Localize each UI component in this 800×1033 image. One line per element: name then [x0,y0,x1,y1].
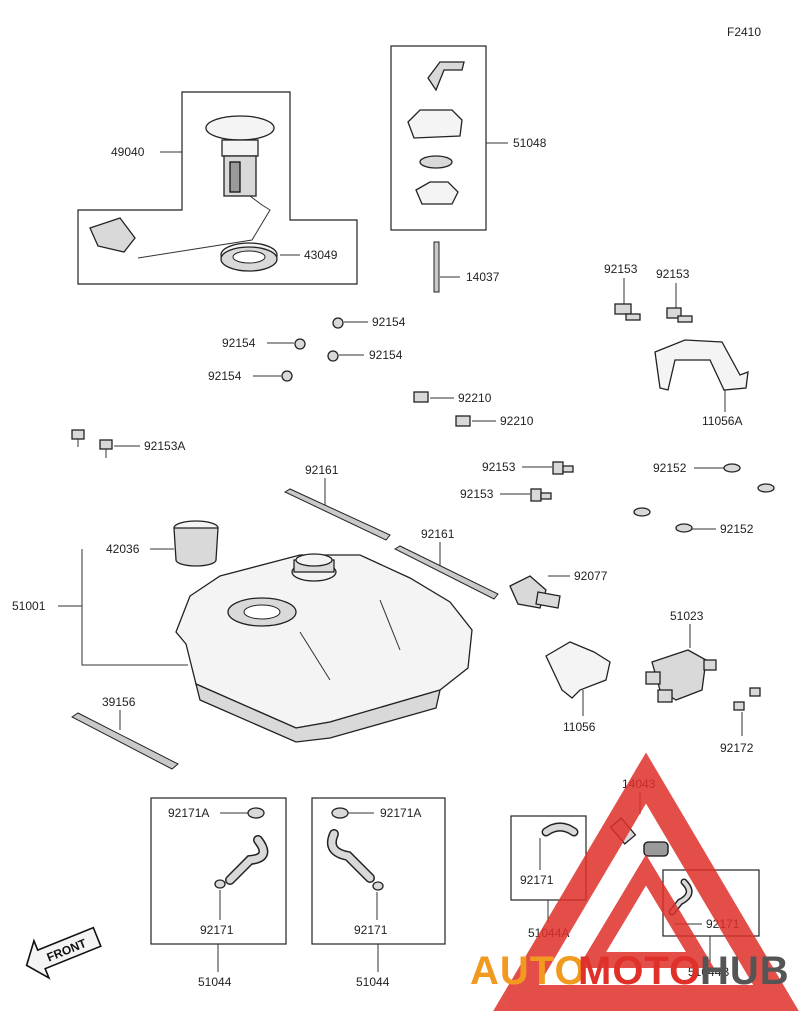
rubber-strip-icon[interactable] [71,712,179,770]
valve-51023-group: 51023 92172 [645,609,761,755]
clamp-icon[interactable] [247,807,265,819]
label-51023[interactable]: 51023 [670,609,704,623]
gasket-ring-icon[interactable] [220,242,278,272]
bolt-icon[interactable] [666,307,693,323]
label-43049[interactable]: 43049 [304,248,338,262]
bracket-11056-group: 11056 [545,641,611,734]
label-51044-b[interactable]: 51044 [356,975,390,989]
label-92153-d[interactable]: 92153 [460,487,494,501]
label-92171-b[interactable]: 92171 [354,923,388,937]
clip-icon[interactable] [281,370,293,382]
bolt-icon[interactable] [675,523,693,533]
hose-51044-right-group: 92171A 92171 51044 [311,797,446,989]
label-51044B[interactable]: 51044B [688,965,729,979]
label-92152-b[interactable]: 92152 [720,522,754,536]
clamp-icon[interactable] [372,881,384,891]
label-92161-b[interactable]: 92161 [421,527,455,541]
label-92210-b[interactable]: 92210 [500,414,534,428]
bolt-icon[interactable] [530,488,552,502]
label-92154-a[interactable]: 92154 [372,315,406,329]
bolts-92153-group: 92153 92153 [460,460,574,502]
hose-51044-left-group: 92171A 92171 51044 [150,797,287,989]
label-92171-c[interactable]: 92171 [520,873,554,887]
diagram-code: F2410 [727,25,761,39]
watermark-text: AUTO MOTO HUB [470,949,790,993]
nuts-92210-group: 92210 92210 [413,391,534,428]
bracket-11056A-group: 92153 92153 11056A [604,262,749,428]
strips-92161-group: 92161 92161 [283,463,499,600]
fuel-pump-icon[interactable] [89,115,275,259]
watermark-logo [493,752,799,1011]
bracket-icon[interactable] [654,339,749,391]
label-92077[interactable]: 92077 [574,569,608,583]
fuel-tank-group: 42036 51001 [12,520,473,743]
watermark-hub: HUB [700,949,790,993]
label-92171-a[interactable]: 92171 [200,923,234,937]
label-51048[interactable]: 51048 [513,136,547,150]
bolt-icon[interactable] [723,463,741,473]
pin-14037: 14037 [433,241,500,293]
rubber-strip-icon[interactable] [283,488,391,541]
clamp-icon[interactable] [214,879,226,889]
bolt-icon[interactable] [552,461,574,475]
label-92172[interactable]: 92172 [720,741,754,755]
label-92154-b[interactable]: 92154 [222,336,256,350]
label-51001[interactable]: 51001 [12,599,46,613]
grommet-92077-group: 92077 [509,569,608,609]
bracket-icon[interactable] [545,641,611,699]
clip-icon[interactable] [733,687,761,711]
label-39156[interactable]: 39156 [102,695,136,709]
label-92154-c[interactable]: 92154 [369,348,403,362]
watermark-moto: MOTO [578,949,701,993]
bolt-icon[interactable] [633,507,651,517]
clip-icon[interactable] [294,338,306,350]
pin-icon[interactable] [433,241,440,293]
label-92153A[interactable]: 92153A [144,439,185,453]
label-11056A[interactable]: 11056A [702,414,742,428]
nut-icon[interactable] [413,391,429,403]
bolt-icon[interactable] [614,303,641,321]
label-11056[interactable]: 11056 [563,720,596,734]
clip-icon[interactable] [327,350,339,362]
label-92152-a[interactable]: 92152 [653,461,687,475]
clips-92154-group: 92154 92154 92154 92154 [208,315,406,383]
label-92154-d[interactable]: 92154 [208,369,242,383]
label-92153-a[interactable]: 92153 [604,262,638,276]
label-92153-b[interactable]: 92153 [656,267,690,281]
label-14037[interactable]: 14037 [466,270,500,284]
fuel-cap-group: 51048 [390,45,547,231]
watermark-auto: AUTO [470,949,587,993]
bolts-92153A-group: 92153A [71,429,185,458]
nut-icon[interactable] [455,415,471,427]
bolt-icon[interactable] [757,483,775,493]
grommet-icon[interactable] [509,575,561,609]
label-49040[interactable]: 49040 [111,145,145,159]
clip-icon[interactable] [332,317,344,329]
label-92153-c[interactable]: 92153 [482,460,516,474]
bolts-92152-group: 92152 92152 [633,461,775,536]
filler-neck-icon[interactable] [173,520,219,567]
fuel-cap-icon[interactable] [407,61,465,205]
clamp-icon[interactable] [331,807,349,819]
front-arrow-icon: FRONT [25,926,102,980]
fuel-valve-icon[interactable] [645,649,717,703]
label-51044-a[interactable]: 51044 [198,975,232,989]
label-92210-a[interactable]: 92210 [458,391,492,405]
fuel-pump-group: 49040 43049 [77,91,358,285]
label-42036[interactable]: 42036 [106,542,140,556]
strip-39156-group: 39156 [71,695,179,770]
fuel-tank-icon[interactable] [175,553,473,743]
label-92171A-b[interactable]: 92171A [380,806,421,820]
rubber-strip-icon[interactable] [393,545,499,600]
label-92161-a[interactable]: 92161 [305,463,339,477]
bolt-icon[interactable] [71,429,85,440]
watermark-triangle-icon [493,752,799,1011]
label-92171A-a[interactable]: 92171A [168,806,209,820]
bolt-icon[interactable] [99,439,113,450]
